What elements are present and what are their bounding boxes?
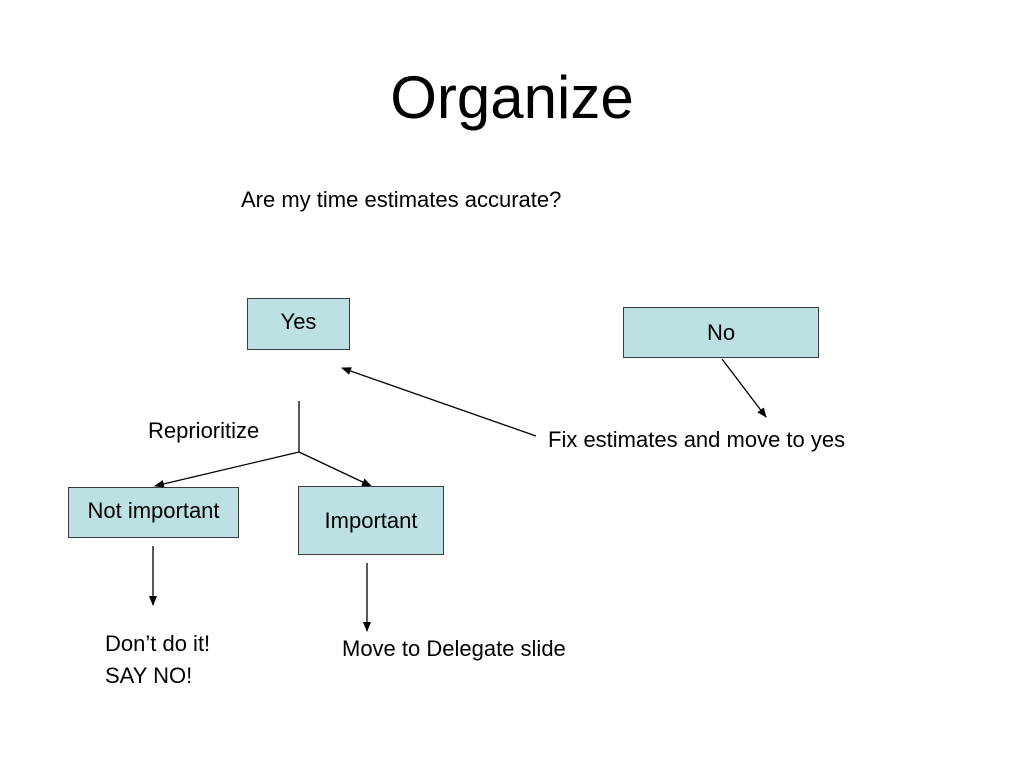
node-no: No <box>623 307 819 358</box>
node-yes: Yes <box>247 298 350 350</box>
slide-title: Organize <box>390 64 634 131</box>
arrow-no-to-fix <box>721 358 767 418</box>
reprioritize-label: Reprioritize <box>148 418 260 443</box>
arrow-fix-to-yes <box>341 367 537 437</box>
move-to-delegate-label: Move to Delegate slide <box>342 636 566 661</box>
dont-do-it-line2: SAY NO! <box>105 663 193 688</box>
arrow-to-not-important <box>154 451 300 488</box>
dont-do-it-label: Don’t do it! SAY NO! <box>105 628 210 692</box>
fix-estimates-label: Fix estimates and move to yes <box>548 427 846 452</box>
dont-do-it-line1: Don’t do it! <box>105 631 211 656</box>
node-not-important: Not important <box>68 487 239 538</box>
arrow-to-important <box>298 451 372 487</box>
question-text: Are my time estimates accurate? <box>241 187 562 212</box>
node-important: Important <box>298 486 444 555</box>
